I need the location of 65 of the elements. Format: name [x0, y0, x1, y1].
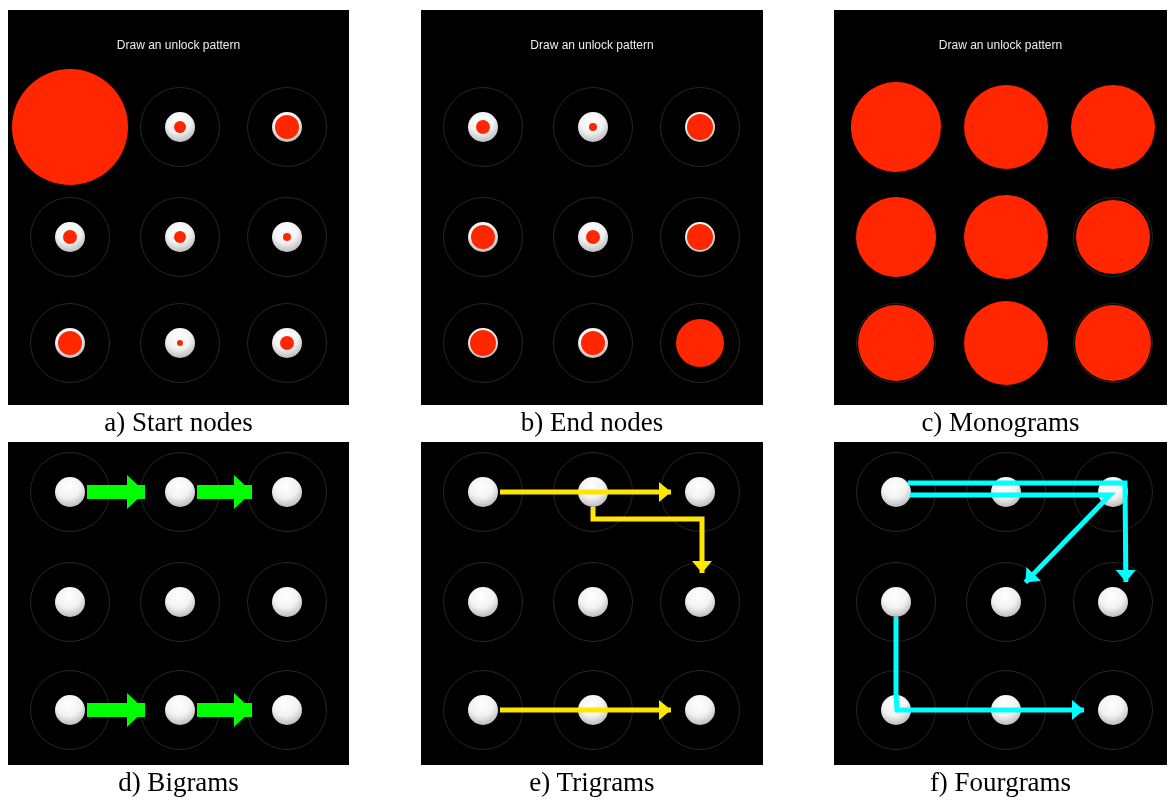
arrow [1023, 492, 1116, 585]
pattern-dot [272, 695, 302, 725]
pattern-dot [1098, 695, 1128, 725]
phone-screen [8, 10, 349, 405]
arrow [197, 475, 252, 509]
panel-caption: d) Bigrams [118, 767, 239, 798]
pattern-dot [685, 695, 715, 725]
pattern-dot [1098, 587, 1128, 617]
phone-screen [834, 10, 1167, 405]
screen-prompt: Draw an unlock pattern [115, 38, 242, 52]
heat-dot [578, 328, 608, 358]
arrow [590, 507, 712, 573]
heat-dot [685, 222, 715, 252]
heat-dot [578, 222, 608, 252]
arrow [991, 700, 1084, 720]
pattern-dot [165, 477, 195, 507]
heat-dot [1075, 305, 1151, 381]
phone-screen [834, 442, 1167, 765]
pattern-dot [272, 477, 302, 507]
screen-prompt: Draw an unlock pattern [937, 38, 1064, 52]
phone-screen [8, 442, 349, 765]
heat-dot [55, 222, 85, 252]
pattern-dot [55, 477, 85, 507]
pattern-dot [468, 477, 498, 507]
heat-dot [272, 328, 302, 358]
pattern-dot [578, 587, 608, 617]
pattern-dot [685, 587, 715, 617]
panel-caption: f) Fourgrams [929, 767, 1072, 798]
heat-dot [578, 112, 608, 142]
heat-dot [468, 328, 498, 358]
screen-prompt: Draw an unlock pattern [529, 38, 655, 52]
panel-caption: e) Trigrams [529, 767, 655, 798]
heat-dot [676, 319, 724, 367]
arrow [578, 700, 671, 720]
pattern-dot [685, 477, 715, 507]
panel-caption: b) End nodes [520, 407, 664, 438]
heat-dot [55, 328, 85, 358]
phone-screen [421, 10, 763, 405]
pattern-dot [165, 587, 195, 617]
arrow [87, 475, 145, 509]
pattern-dot [468, 587, 498, 617]
heat-dot [468, 112, 498, 142]
phone-screen [421, 442, 763, 765]
pattern-dot [991, 587, 1021, 617]
heat-dot [165, 328, 195, 358]
pattern-dot [55, 587, 85, 617]
heat-dot [165, 112, 195, 142]
pattern-dot [468, 695, 498, 725]
arrow [197, 693, 252, 727]
heat-dot [272, 112, 302, 142]
pattern-dot [55, 695, 85, 725]
heat-dot [272, 222, 302, 252]
heat-dot [468, 222, 498, 252]
heat-dot [1076, 200, 1150, 274]
pattern-dot [165, 695, 195, 725]
pattern-dot [881, 477, 911, 507]
pattern-dot [272, 587, 302, 617]
heat-dot [165, 222, 195, 252]
panel-caption: a) Start nodes [104, 407, 253, 438]
pattern-dot [881, 587, 911, 617]
arrow [578, 482, 671, 502]
heat-dot [858, 305, 934, 381]
panel-caption: c) Monograms [921, 407, 1080, 438]
arrow [87, 693, 145, 727]
heat-dot [685, 112, 715, 142]
